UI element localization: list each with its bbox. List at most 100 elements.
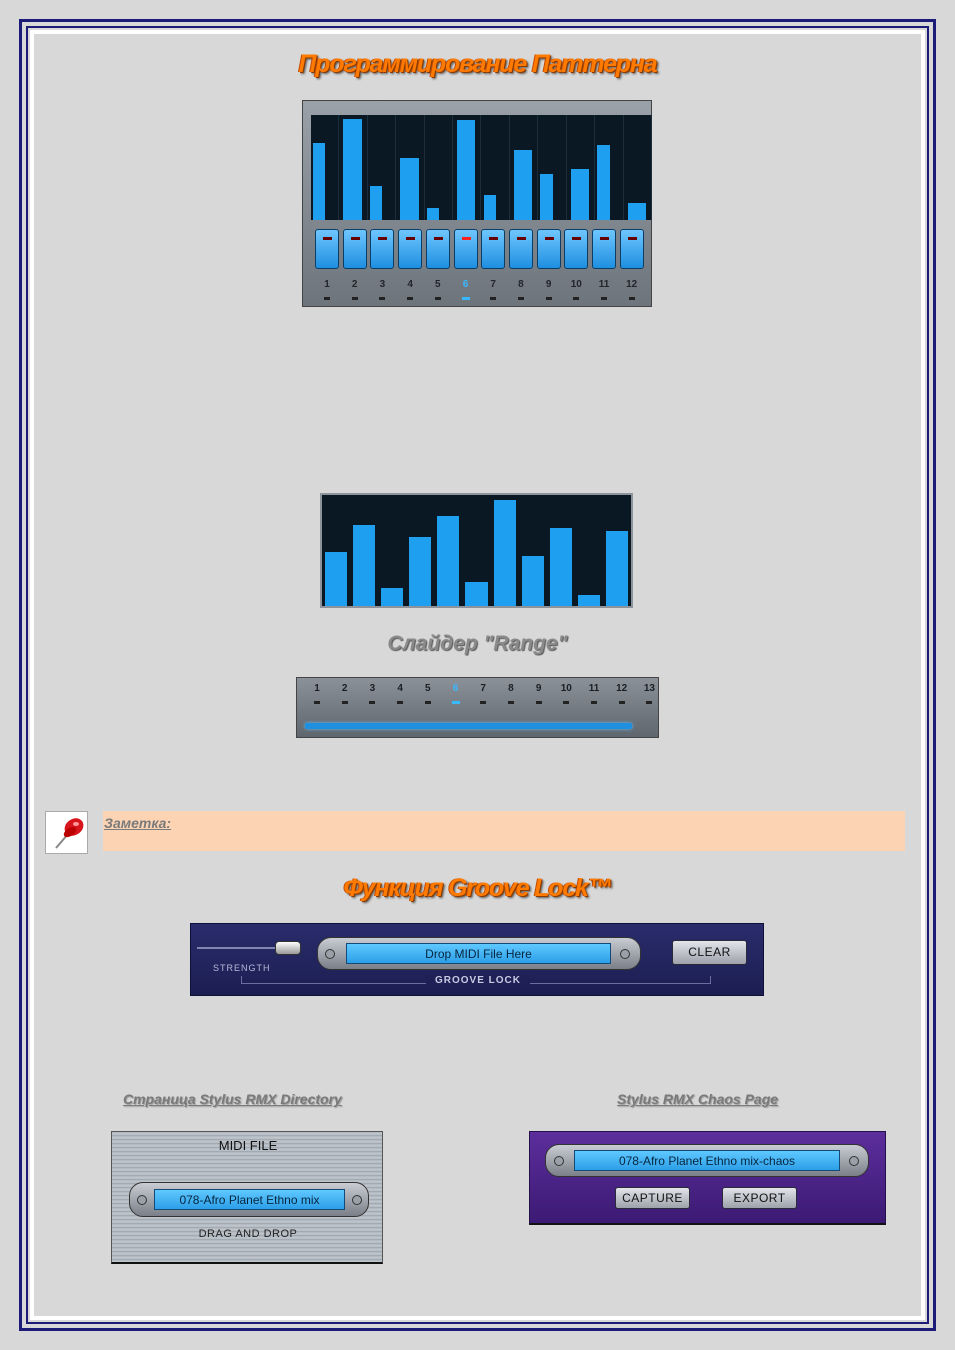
range-step-number[interactable]: 1 [314, 683, 320, 694]
step-pad[interactable] [342, 229, 367, 269]
step-bar-column[interactable] [595, 115, 624, 220]
range-step-number[interactable]: 3 [369, 683, 376, 694]
screw-icon [849, 1156, 859, 1166]
bar-view-bar[interactable] [465, 582, 488, 606]
directory-file-display[interactable]: 078-Afro Planet Ethno mix [154, 1189, 345, 1210]
bar-view-bar[interactable] [605, 531, 628, 606]
step-bars-area[interactable] [311, 115, 652, 220]
strength-label: STRENGTH [213, 963, 271, 973]
step-bar-column[interactable] [396, 115, 425, 220]
step-pad[interactable] [370, 229, 395, 269]
step-number[interactable]: 6 [462, 279, 469, 290]
bar-view-bar[interactable] [325, 552, 348, 606]
step-pad[interactable] [453, 229, 478, 269]
step-pad[interactable] [592, 229, 616, 269]
step-number[interactable]: 8 [518, 279, 524, 290]
step-number[interactable]: 1 [324, 279, 330, 290]
step-bar-column[interactable] [567, 115, 596, 220]
chaos-file-display[interactable]: 078-Afro Planet Ethno mix-chaos [574, 1150, 840, 1171]
step-led [516, 237, 526, 240]
range-step-number[interactable]: 8 [508, 683, 514, 694]
step-bar-column[interactable] [510, 115, 539, 220]
clear-button[interactable]: CLEAR [672, 940, 747, 965]
step-number[interactable]: 5 [435, 279, 441, 290]
step-pad[interactable] [425, 229, 450, 269]
step-number[interactable]: 11 [598, 279, 610, 290]
strength-slider-knob[interactable] [275, 941, 301, 955]
step-bar[interactable] [570, 168, 590, 220]
midi-drop-zone[interactable]: Drop MIDI File Here [346, 943, 611, 964]
step-bar[interactable] [457, 120, 476, 220]
step-led [572, 237, 582, 240]
strength-slider-track[interactable] [197, 947, 287, 949]
range-step-number[interactable]: 2 [341, 683, 348, 694]
step-number[interactable]: 3 [379, 279, 386, 290]
range-step-number[interactable]: 10 [560, 683, 572, 694]
step-bar-column[interactable] [482, 115, 510, 220]
step-indicator [407, 297, 414, 300]
step-bar-column[interactable] [339, 115, 368, 220]
export-button[interactable]: EXPORT [722, 1187, 797, 1209]
note-box: Заметка: [103, 811, 905, 851]
range-step-number[interactable]: 11 [588, 683, 600, 694]
range-step-indicator [314, 701, 320, 704]
directory-panel: MIDI FILE 078-Afro Planet Ethno mix DRAG… [111, 1131, 383, 1264]
step-bar-column[interactable] [425, 115, 454, 220]
bar-view-bar[interactable] [409, 536, 432, 606]
step-bar[interactable] [426, 207, 440, 220]
step-pad[interactable] [564, 229, 589, 269]
page-frame-inner [26, 26, 929, 1324]
step-bar-column[interactable] [453, 115, 482, 220]
step-bar[interactable] [597, 144, 610, 220]
step-pad[interactable] [619, 229, 644, 269]
range-slider-track[interactable] [305, 723, 632, 729]
step-number[interactable]: 2 [351, 279, 358, 290]
step-number[interactable]: 10 [570, 279, 582, 290]
bar-view-bar[interactable] [577, 595, 600, 606]
step-bar[interactable] [400, 158, 419, 220]
step-bar-column[interactable] [368, 115, 397, 220]
step-pad[interactable] [508, 229, 533, 269]
range-step-number[interactable]: 4 [397, 683, 403, 694]
step-bar[interactable] [627, 202, 646, 220]
bar-view-panel[interactable] [320, 493, 633, 608]
step-pad[interactable] [536, 229, 561, 269]
bar-view-bar[interactable] [353, 525, 376, 606]
step-bar-column[interactable] [538, 115, 567, 220]
bar-view-bar[interactable] [521, 556, 544, 606]
capture-button[interactable]: CAPTURE [615, 1187, 690, 1209]
step-bar-column[interactable] [624, 115, 652, 220]
step-indicator [324, 297, 330, 300]
step-bar[interactable] [313, 142, 326, 220]
bar-view-bar[interactable] [437, 516, 460, 606]
step-pad[interactable] [398, 229, 423, 269]
range-step-number[interactable]: 13 [643, 683, 655, 694]
chaos-file-frame: 078-Afro Planet Ethno mix-chaos [545, 1144, 869, 1177]
range-step-number[interactable]: 7 [480, 683, 486, 694]
bar-view-bar[interactable] [549, 528, 572, 606]
range-step-number[interactable]: 5 [425, 683, 431, 694]
directory-caption[interactable]: Страница Stylus RMX Directory [123, 1091, 342, 1107]
step-bar-column[interactable] [311, 115, 340, 220]
range-step-number[interactable]: 9 [535, 683, 542, 694]
chaos-caption[interactable]: Stylus RMX Chaos Page [617, 1091, 779, 1107]
bar-view-bar[interactable] [381, 587, 404, 606]
range-step-number[interactable]: 12 [616, 683, 628, 694]
step-pad[interactable] [481, 229, 506, 269]
step-pad[interactable] [315, 229, 339, 269]
step-bar[interactable] [483, 195, 496, 220]
step-number[interactable]: 4 [407, 279, 413, 290]
step-number[interactable]: 12 [626, 279, 638, 290]
note-label: Заметка: [104, 815, 172, 831]
drag-and-drop-label: DRAG AND DROP [198, 1228, 298, 1240]
range-step-indicator [535, 701, 542, 704]
range-step-number[interactable]: 6 [452, 683, 459, 694]
step-bar[interactable] [369, 186, 383, 220]
step-bar[interactable] [540, 173, 553, 220]
step-number[interactable]: 7 [490, 279, 496, 290]
step-number[interactable]: 9 [545, 279, 552, 290]
step-bar[interactable] [513, 149, 533, 220]
step-bar[interactable] [343, 119, 362, 220]
bar-view-bar[interactable] [493, 500, 516, 606]
